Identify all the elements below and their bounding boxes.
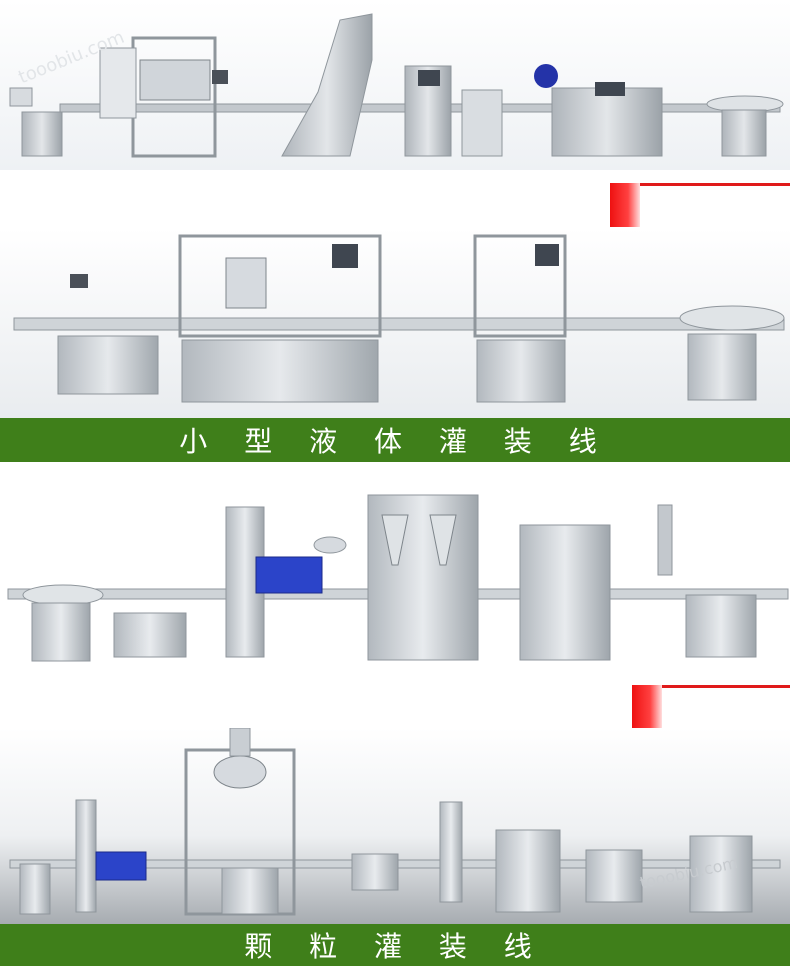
caption-banner-liquid-line: 小 型 液 体 灌 装 线: [0, 418, 790, 462]
photo-top-line: tooobiu.com: [0, 0, 790, 170]
red-accent-marker: [632, 685, 790, 729]
granule-line-machinery-image: tooobiu.com: [0, 728, 790, 924]
photo-powder-line: [0, 485, 790, 670]
powder-line-machinery-image: [0, 485, 790, 670]
top-line-machinery-image: tooobiu.com: [0, 0, 790, 170]
caption-liquid-line: 小 型 液 体 灌 装 线: [179, 425, 611, 458]
red-accent-marker: [610, 183, 790, 227]
caption-banner-granule-line: 颗 粒 灌 装 线: [0, 924, 790, 966]
caption-granule-line: 颗 粒 灌 装 线: [244, 930, 546, 963]
photo-liquid-line: [0, 228, 790, 418]
photo-granule-line: tooobiu.com: [0, 728, 790, 924]
liquid-line-machinery-image: [0, 228, 790, 418]
